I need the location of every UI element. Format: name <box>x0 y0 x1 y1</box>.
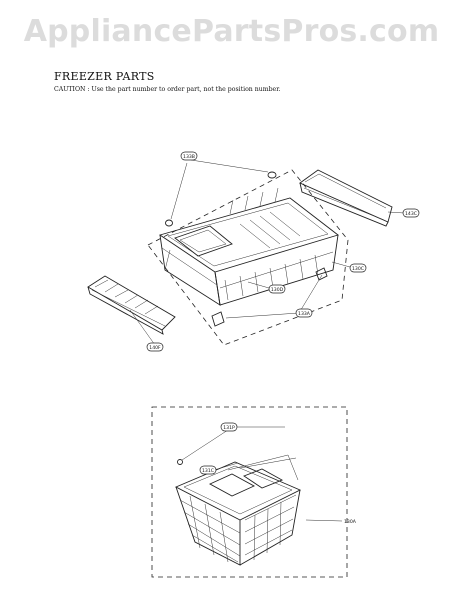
part-133a-right <box>315 267 328 281</box>
label-143c: 143C <box>402 208 420 218</box>
label-130d-text: 130D <box>271 287 284 293</box>
part-133a-left <box>211 311 225 327</box>
upper-assembly-outline <box>147 169 349 346</box>
part-133b-top <box>267 171 277 179</box>
label-130c: 130C <box>349 263 367 273</box>
label-130d: 130D <box>268 284 286 294</box>
label-130c-text: 130C <box>352 266 364 272</box>
part-131p-pin <box>177 459 183 465</box>
label-133b-text: 133B <box>183 154 195 160</box>
label-133a: 133A <box>295 308 313 318</box>
lower-assembly-outline <box>151 406 348 578</box>
label-140f: 140F <box>146 342 164 352</box>
rail-143c <box>299 169 393 227</box>
watermark: AppliancePartsPros.com <box>23 14 440 49</box>
label-143c-text: 143C <box>405 211 417 217</box>
label-130a-text: 130A <box>344 519 357 525</box>
rail-140f <box>87 275 176 335</box>
freezer-basket <box>174 454 302 566</box>
label-131p: 131P <box>220 422 238 432</box>
label-131p-text: 131P <box>223 425 235 431</box>
label-131c: 131C <box>199 465 217 475</box>
label-131c-text: 131C <box>202 468 214 474</box>
caution-note: CAUTION : Use the part number to order p… <box>54 86 281 93</box>
label-133a-text: 133A <box>298 311 311 317</box>
label-133b: 133B <box>180 151 198 161</box>
part-133b-left <box>165 219 173 227</box>
label-140f-text: 140F <box>149 345 161 351</box>
freezer-drawer <box>158 187 339 306</box>
page-title: FREEZER PARTS <box>54 70 155 83</box>
